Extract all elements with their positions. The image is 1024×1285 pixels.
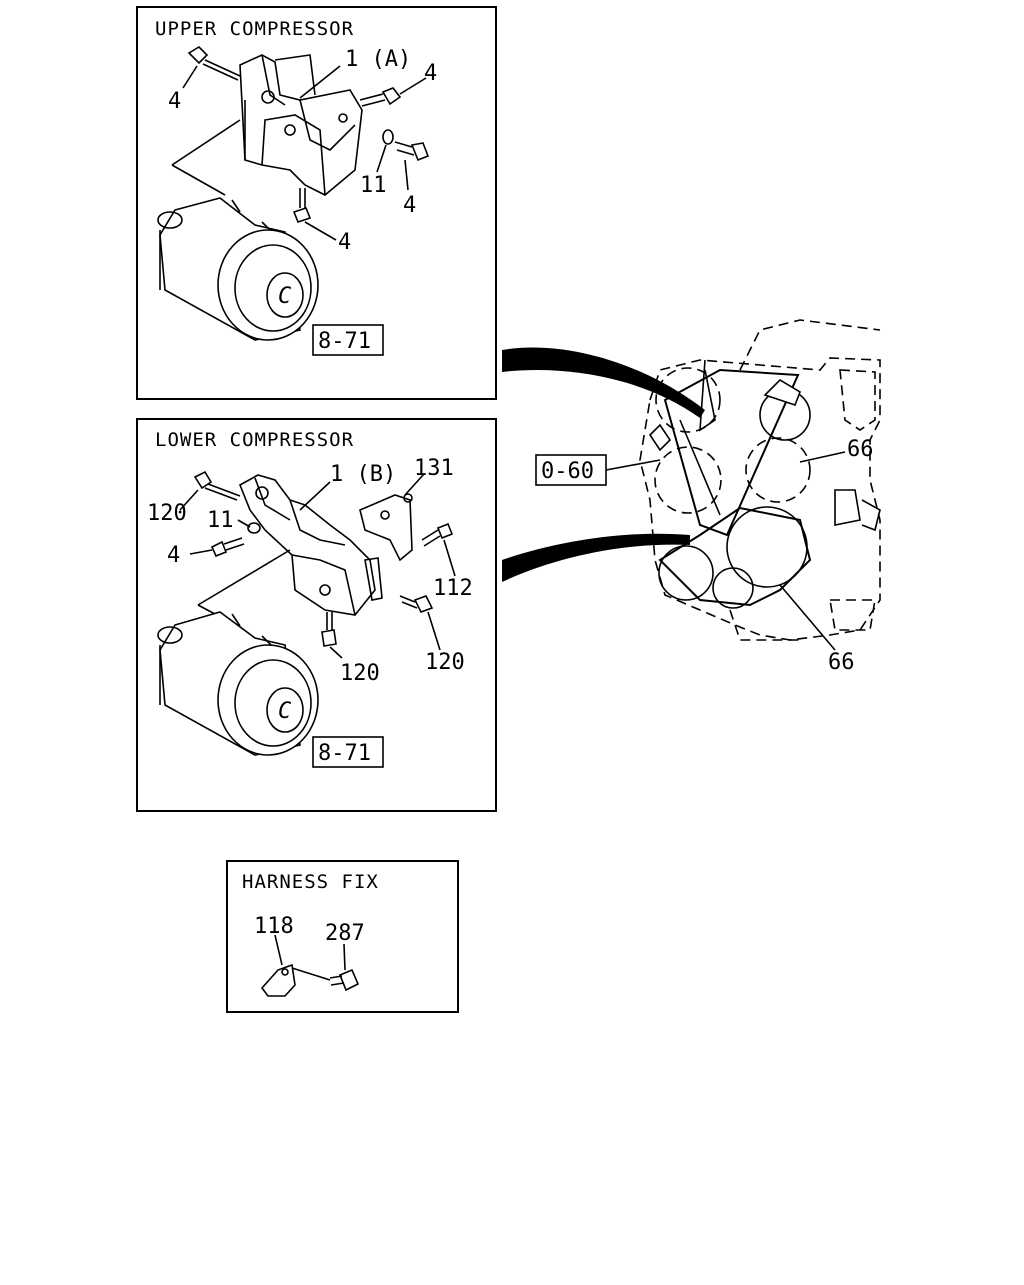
harness-panel-title: HARNESS FIX bbox=[242, 871, 379, 893]
upper-callout-1a: 1 (A) bbox=[345, 47, 411, 72]
pulley-lower-mid bbox=[712, 567, 754, 609]
harness-callout-118: 118 bbox=[254, 914, 294, 939]
harness-fix-panel: HARNESS FIX 118 287 bbox=[226, 860, 459, 1013]
upper-callout-4-left: 4 bbox=[168, 89, 181, 114]
belt-upper bbox=[663, 368, 800, 537]
svg-text:C: C bbox=[278, 284, 292, 309]
lower-bolt-120-bottom bbox=[321, 612, 337, 647]
lower-callout-120-left: 120 bbox=[147, 501, 187, 526]
upper-callout-4-top-right: 4 bbox=[424, 61, 437, 86]
upper-bolt-bottom bbox=[292, 188, 312, 223]
harness-callout-287: 287 bbox=[325, 921, 365, 946]
lower-panel-title: LOWER COMPRESSOR bbox=[155, 429, 354, 451]
harness-clip bbox=[260, 963, 331, 997]
pulley-lower-left bbox=[658, 545, 714, 601]
lower-callout-120-right: 120 bbox=[425, 650, 465, 675]
engine-ref-box: 0-60 bbox=[541, 459, 594, 484]
lower-callout-1b: 1 (B) bbox=[330, 462, 396, 487]
lower-compressor: C bbox=[157, 611, 319, 756]
lower-compressor-panel: LOWER COMPRESSOR bbox=[136, 418, 497, 812]
upper-callout-11: 11 bbox=[360, 173, 387, 198]
lower-washer bbox=[247, 522, 261, 534]
upper-bolt-left bbox=[187, 45, 241, 81]
lower-bolt-120-right bbox=[399, 595, 434, 613]
upper-washer bbox=[382, 129, 394, 145]
engine-front-view: 0-60 66 66 bbox=[535, 319, 881, 675]
lower-connector-arrow bbox=[502, 533, 690, 582]
lower-callout-4: 4 bbox=[167, 543, 180, 568]
lower-callout-120-bottom: 120 bbox=[340, 661, 380, 686]
upper-ref-box: 8-71 bbox=[318, 329, 371, 354]
svg-text:C: C bbox=[278, 699, 292, 724]
upper-callout-4-bottom: 4 bbox=[338, 230, 351, 255]
pulley-mid-right bbox=[745, 437, 811, 503]
upper-callout-4-right: 4 bbox=[403, 193, 416, 218]
engine-callout-66-upper: 66 bbox=[847, 437, 874, 462]
belt-lower bbox=[658, 506, 812, 607]
lower-callout-11: 11 bbox=[207, 508, 234, 533]
harness-bolt bbox=[329, 968, 360, 992]
upper-bolt-right bbox=[359, 87, 402, 107]
pulley-mid-left bbox=[654, 446, 722, 514]
lower-bolt-4 bbox=[210, 537, 245, 558]
upper-compressor: C bbox=[157, 197, 319, 341]
engine-callout-66-lower: 66 bbox=[828, 650, 855, 675]
lower-bolt-120-left bbox=[193, 470, 241, 501]
pulley-upper-left bbox=[655, 367, 721, 433]
lower-bracket-131 bbox=[359, 493, 413, 562]
lower-bracket bbox=[238, 474, 383, 616]
lower-callout-131: 131 bbox=[414, 456, 454, 481]
upper-panel-title: UPPER COMPRESSOR bbox=[155, 18, 354, 40]
lower-bolt-112 bbox=[421, 522, 454, 547]
upper-bracket bbox=[239, 54, 363, 196]
lower-ref-box: 8-71 bbox=[318, 741, 371, 766]
upper-bolt-lower-right bbox=[394, 141, 430, 162]
lower-callout-112: 112 bbox=[433, 576, 473, 601]
upper-connector-arrow bbox=[502, 347, 705, 418]
upper-compressor-panel: UPPER COMPRESSOR bbox=[136, 6, 497, 400]
